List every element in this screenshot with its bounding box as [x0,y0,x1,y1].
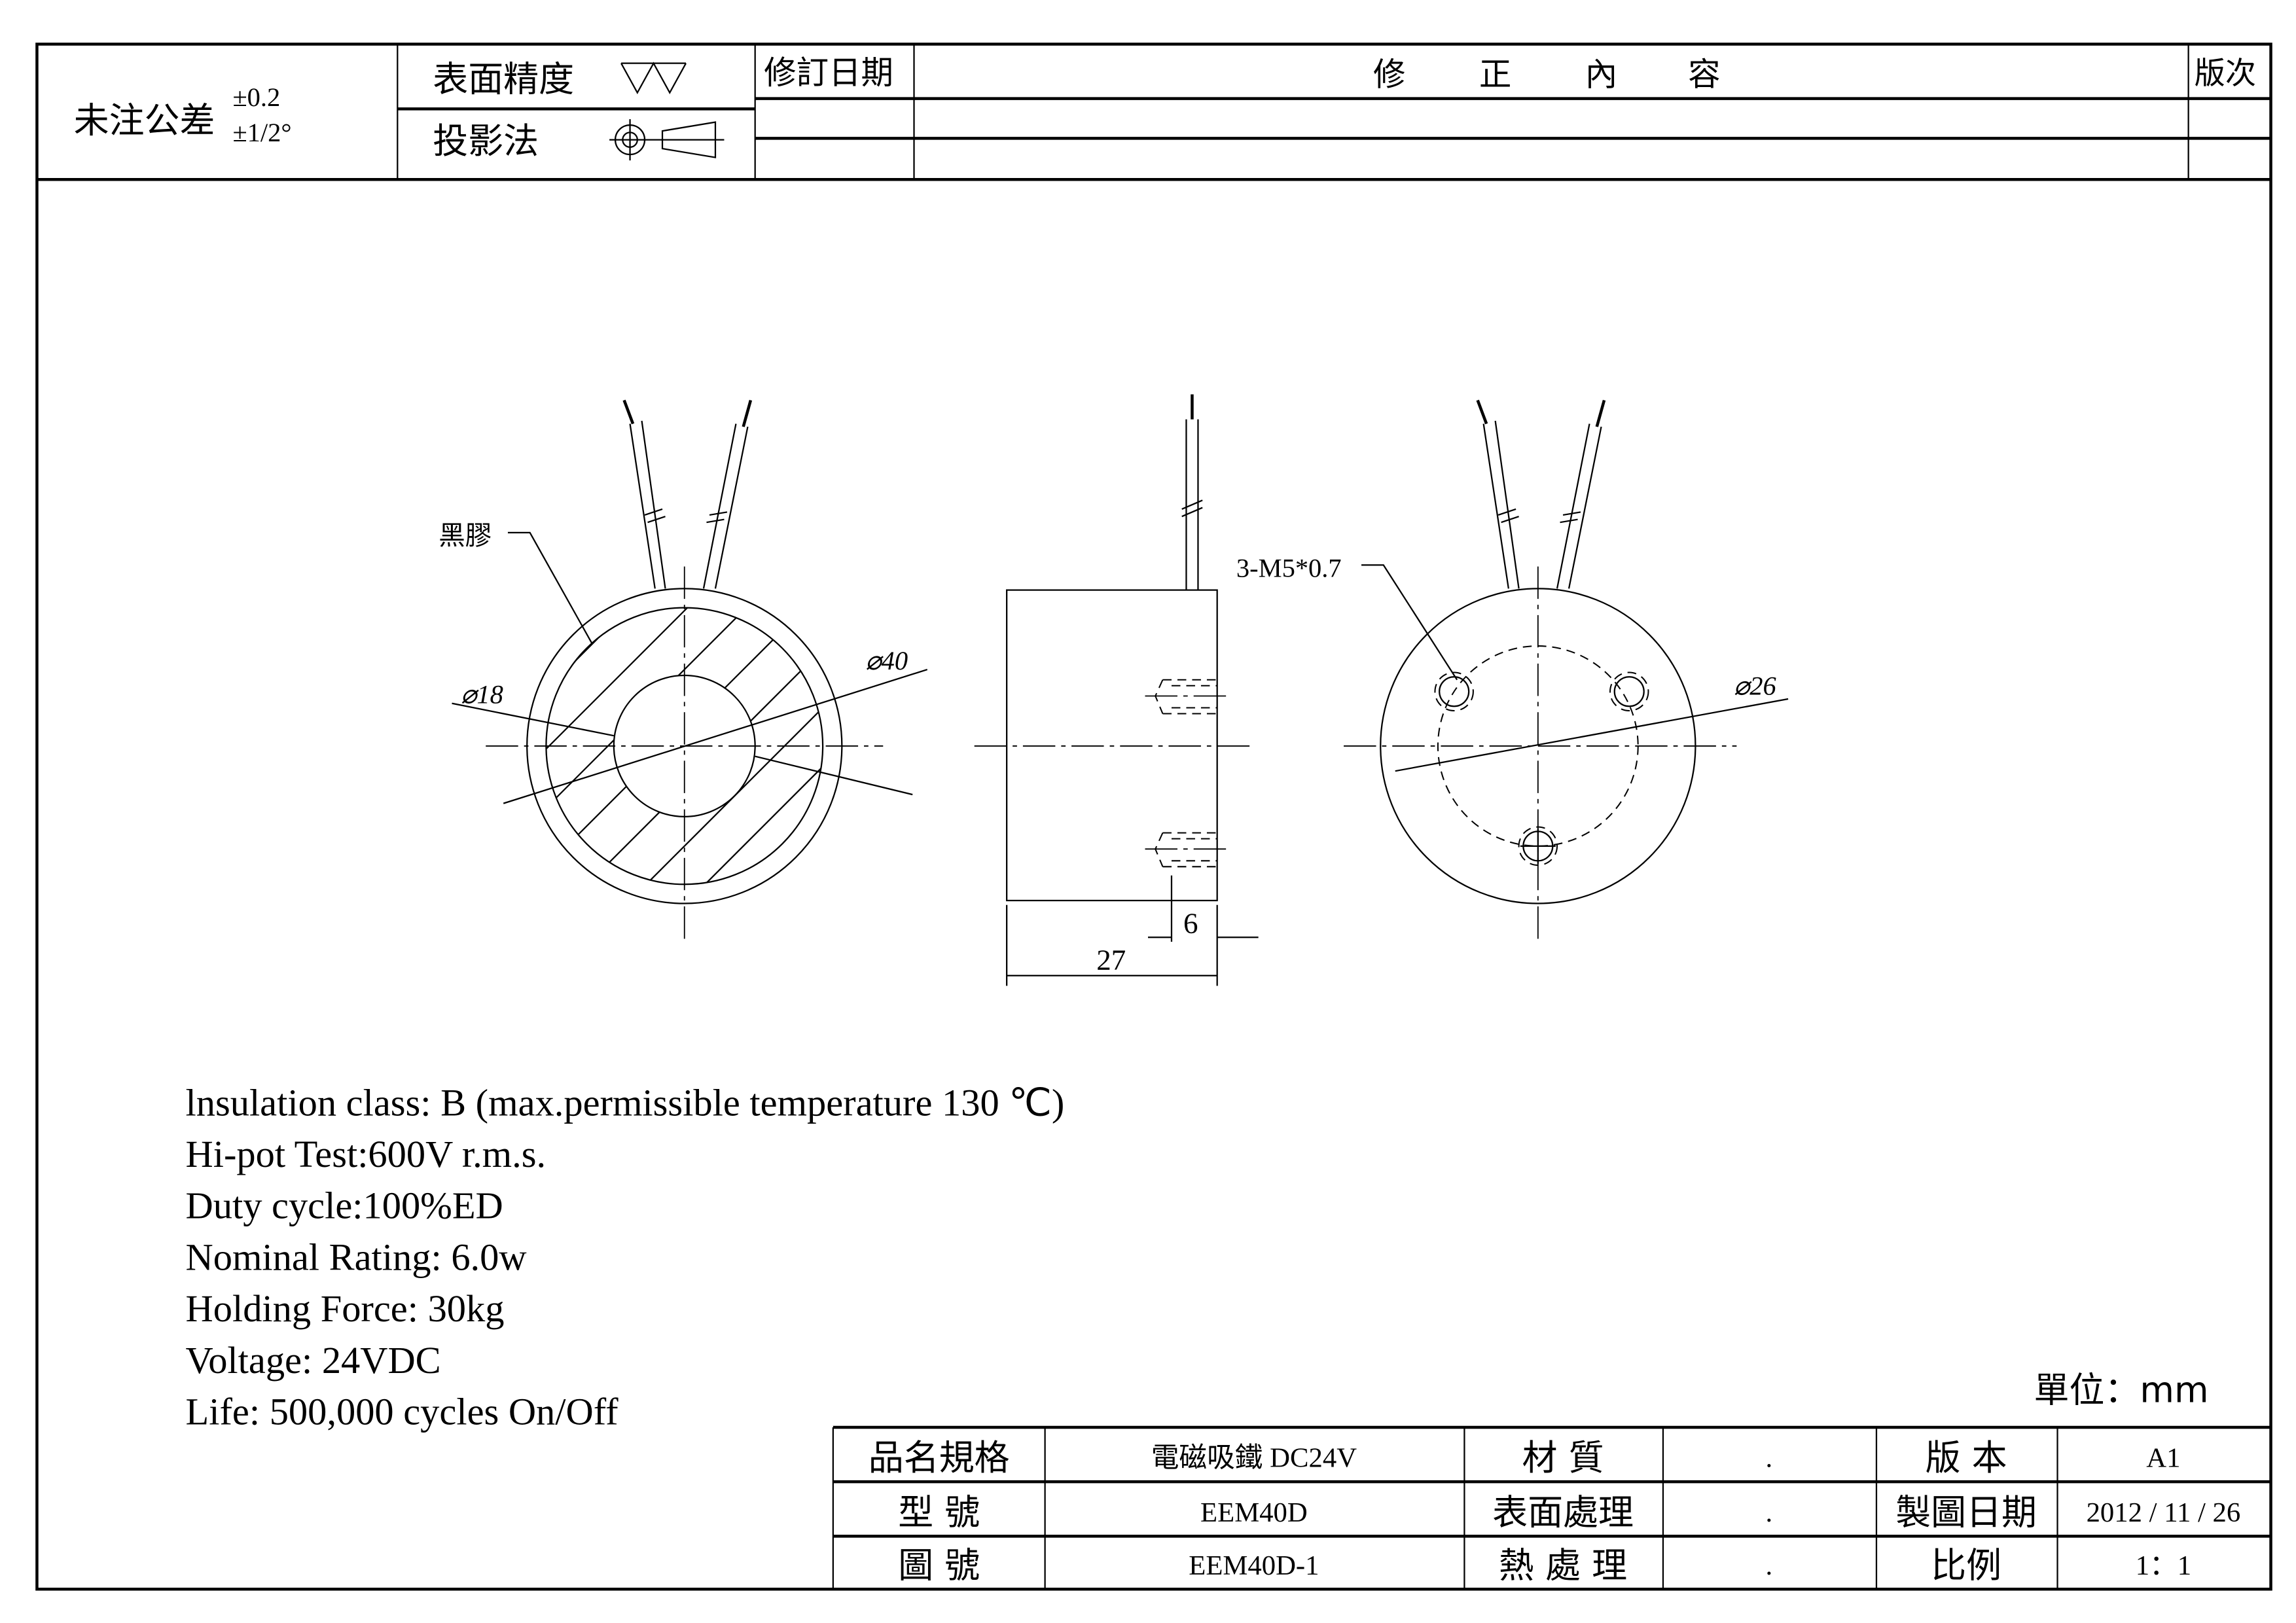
spec-holding-force: Holding Force: 30kg [186,1287,505,1330]
dia-18-label: ⌀18 [461,680,503,709]
value-heat-treatment: . [1765,1550,1772,1581]
unit-label: 單位：mm [2034,1370,2209,1411]
rear-view: 3-M5*0.7 ⌀26 [1236,399,1789,942]
side-view: 27 6 [974,394,1259,986]
specifications: lnsulation class: B (max.permissible tem… [186,1081,1065,1433]
dia-40-label: ⌀40 [865,646,908,675]
value-scale: 1：1 [2136,1550,2191,1581]
label-drawing-number: 圖 號 [898,1544,980,1586]
tolerance-label: 未注公差 [74,99,215,141]
thread-callout: 3-M5*0.7 [1236,553,1342,582]
spec-life: Life: 500,000 cycles On/Off [186,1390,619,1433]
third-angle-projection-icon [609,119,725,161]
depth-6-label: 6 [1183,906,1198,939]
label-material: 材 質 [1522,1437,1604,1478]
value-drawing-number: EEM40D-1 [1189,1550,1319,1581]
revision-content-2: 正 [1479,55,1511,93]
surface-finish-icon [620,62,687,94]
surface-finish-label: 表面精度 [433,58,574,99]
label-heat-treatment: 熱 處 理 [1499,1544,1627,1586]
label-product-spec: 品名規格 [869,1437,1010,1478]
black-glue-callout: 黑膠 [439,520,492,551]
front-view: 黑膠 ⌀18 ⌀40 [439,399,928,942]
length-27-label: 27 [1096,944,1126,976]
dia-26-label: ⌀26 [1734,671,1777,700]
value-material: . [1765,1443,1772,1474]
value-surface-treatment: . [1765,1497,1772,1528]
label-scale: 比例 [1931,1544,2001,1586]
spec-voltage: Voltage: 24VDC [186,1339,441,1382]
projection-label: 投影法 [433,120,539,162]
spec-rating: Nominal Rating: 6.0w [186,1236,527,1278]
label-surface-treatment: 表面處理 [1492,1491,1634,1533]
spec-hipot: Hi-pot Test:600V r.m.s. [186,1133,547,1175]
spec-duty-cycle: Duty cycle:100%ED [186,1185,503,1227]
tolerance-angular: ±1/2° [232,118,291,147]
label-drawing-date: 製圖日期 [1895,1491,2037,1533]
value-version: A1 [2146,1443,2180,1474]
revision-content-3: 內 [1585,55,1617,93]
value-model: EEM40D [1200,1497,1308,1528]
revision-date-label: 修訂日期 [764,54,893,92]
revision-content-1: 修 [1373,55,1405,93]
title-block: 品名規格 電磁吸鐵 DC24V 材 質 . 版 本 A1 型 號 EEM40D … [832,1425,2271,1590]
value-drawing-date: 2012 / 11 / 26 [2087,1497,2241,1528]
value-product-spec: 電磁吸鐵 DC24V [1151,1443,1357,1474]
revision-content-4: 容 [1688,55,1720,93]
label-version: 版 本 [1926,1437,2007,1478]
drawing-border [35,43,2272,1591]
header-block: 未注公差 ±0.2 ±1/2° 表面精度 投影法 修訂日期 修 正 內 容 版次 [37,44,2271,181]
label-model: 型 號 [898,1491,980,1533]
hatching [546,607,823,885]
version-label: 版次 [2195,56,2256,92]
spec-insulation: lnsulation class: B (max.permissible tem… [186,1081,1065,1124]
tolerance-linear: ±0.2 [232,82,280,112]
